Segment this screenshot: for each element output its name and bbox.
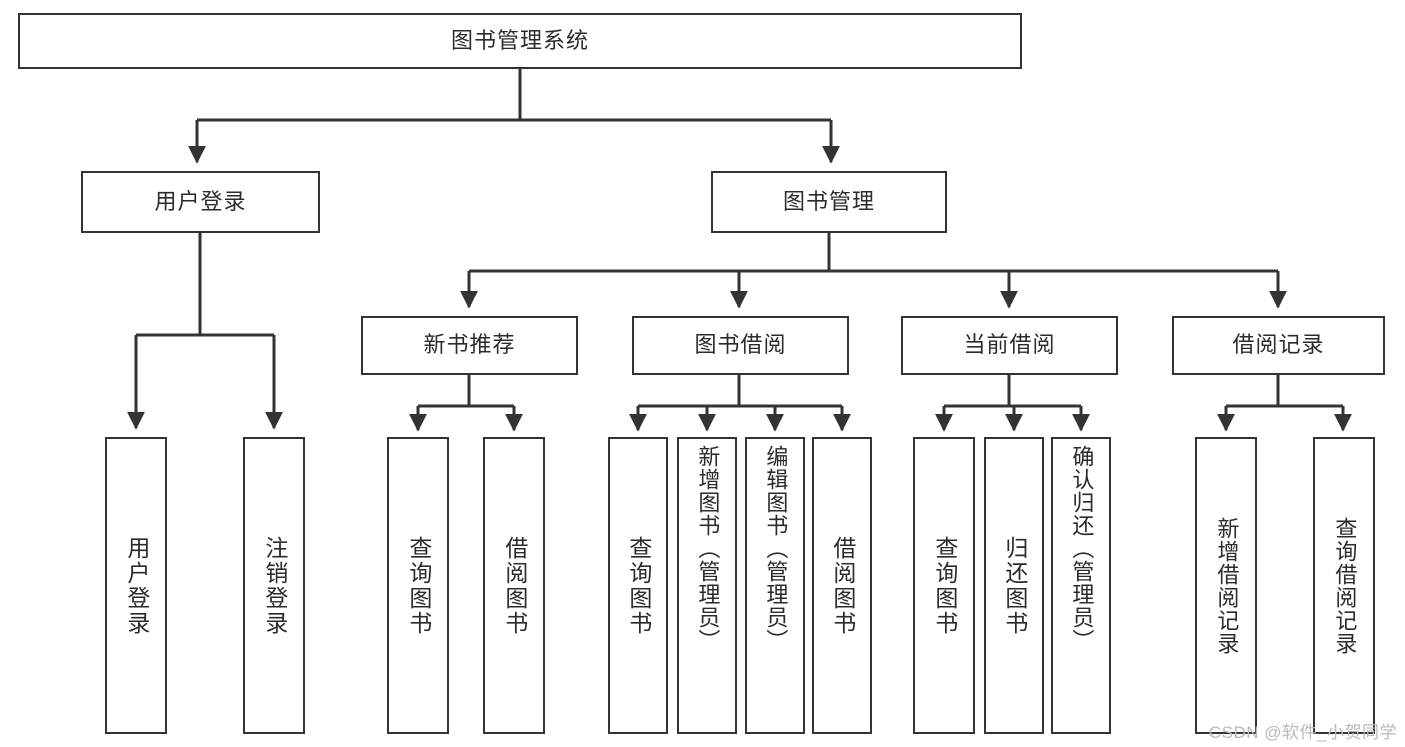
node-leaf-add-borrow-record[interactable]: 新增借阅记录 xyxy=(1195,437,1257,734)
node-borrow-record[interactable]: 借阅记录 xyxy=(1172,316,1385,375)
node-root[interactable]: 图书管理系统 xyxy=(18,13,1022,69)
node-leaf-edit-book-admin-label: 编辑图书（管理员） xyxy=(763,445,789,652)
node-leaf-return-book[interactable]: 归还图书 xyxy=(984,437,1044,734)
node-book-management-label: 图书管理 xyxy=(782,188,875,214)
node-root-label: 图书管理系统 xyxy=(450,27,589,53)
node-new-book-recommend[interactable]: 新书推荐 xyxy=(361,316,578,375)
node-leaf-logout-login-label: 注销登录 xyxy=(261,535,288,636)
node-leaf-edit-book-admin[interactable]: 编辑图书（管理员） xyxy=(745,437,805,734)
node-book-borrow[interactable]: 图书借阅 xyxy=(632,316,849,375)
node-user-login-label: 用户登录 xyxy=(154,188,247,214)
node-user-login[interactable]: 用户登录 xyxy=(81,171,320,233)
node-leaf-query-book-2-label: 查询图书 xyxy=(625,535,652,636)
node-leaf-user-login-label: 用户登录 xyxy=(123,535,150,636)
node-borrow-record-label: 借阅记录 xyxy=(1232,332,1325,358)
node-leaf-user-login[interactable]: 用户登录 xyxy=(105,437,167,734)
node-leaf-logout-login[interactable]: 注销登录 xyxy=(243,437,305,734)
node-leaf-query-book-3-label: 查询图书 xyxy=(931,535,958,636)
node-leaf-borrow-book-1[interactable]: 借阅图书 xyxy=(483,437,545,734)
node-current-borrow[interactable]: 当前借阅 xyxy=(901,316,1118,375)
node-leaf-confirm-return-admin[interactable]: 确认归还（管理员） xyxy=(1051,437,1111,734)
node-leaf-add-book-admin-label: 新增图书（管理员） xyxy=(695,445,721,652)
watermark: CSDN @软件_小贺同学 xyxy=(1208,723,1397,742)
node-leaf-confirm-return-admin-label: 确认归还（管理员） xyxy=(1069,445,1095,652)
node-leaf-return-book-label: 归还图书 xyxy=(1001,535,1028,636)
node-book-borrow-label: 图书借阅 xyxy=(694,332,787,358)
node-current-borrow-label: 当前借阅 xyxy=(963,332,1056,358)
node-leaf-add-book-admin[interactable]: 新增图书（管理员） xyxy=(677,437,737,734)
node-leaf-query-borrow-record-label: 查询借阅记录 xyxy=(1332,516,1358,655)
node-leaf-query-book-3[interactable]: 查询图书 xyxy=(913,437,975,734)
node-leaf-query-book-1-label: 查询图书 xyxy=(405,535,432,636)
node-book-management[interactable]: 图书管理 xyxy=(711,171,947,233)
node-leaf-add-borrow-record-label: 新增借阅记录 xyxy=(1214,516,1240,655)
node-leaf-query-book-2[interactable]: 查询图书 xyxy=(608,437,668,734)
node-leaf-borrow-book-1-label: 借阅图书 xyxy=(501,535,528,636)
node-leaf-query-book-1[interactable]: 查询图书 xyxy=(387,437,449,734)
node-leaf-borrow-book-2[interactable]: 借阅图书 xyxy=(812,437,872,734)
node-leaf-query-borrow-record[interactable]: 查询借阅记录 xyxy=(1313,437,1375,734)
node-new-book-recommend-label: 新书推荐 xyxy=(423,332,516,358)
node-leaf-borrow-book-2-label: 借阅图书 xyxy=(829,535,856,636)
